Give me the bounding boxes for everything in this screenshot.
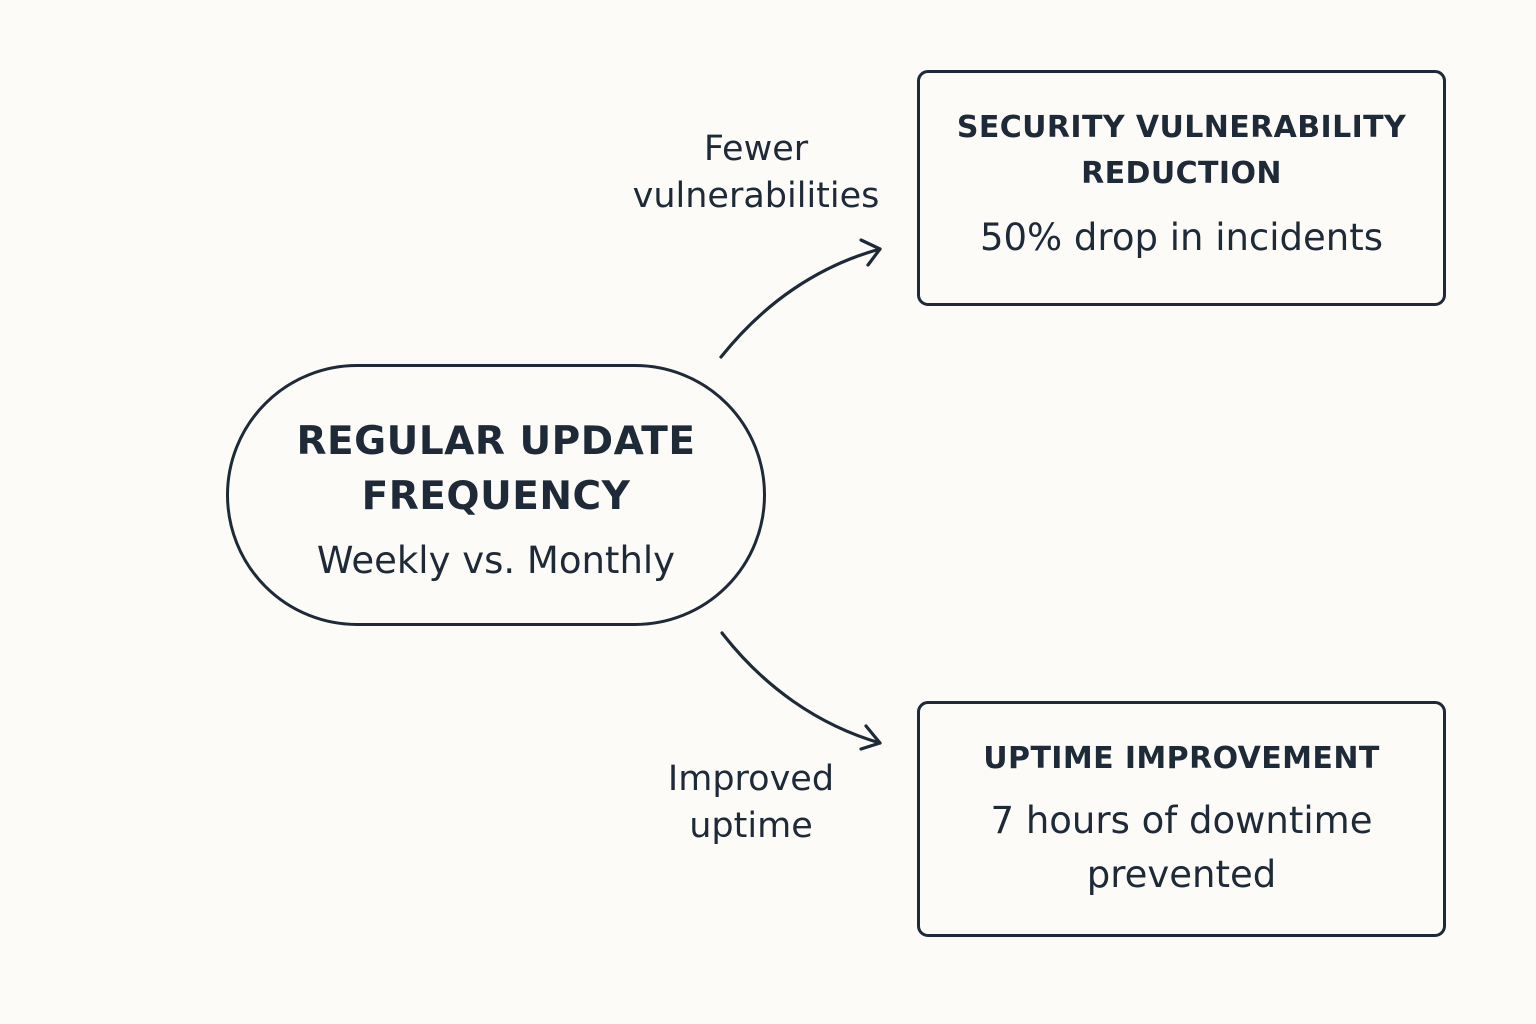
result-node-security-vulnerability-reduction: SECURITY VULNERABILITY REDUCTION 50% dro… — [917, 70, 1446, 306]
result-node-title: SECURITY VULNERABILITY REDUCTION — [956, 110, 1407, 191]
result-node-uptime-improvement: UPTIME IMPROVEMENT 7 hours of downtime p… — [917, 701, 1446, 937]
arrowhead-to-uptime-improvement — [859, 724, 882, 751]
edge-label-fewer-vulnerabilities: Fewer vulnerabilities — [632, 129, 880, 216]
result-node-value: 50% drop in incidents — [979, 216, 1384, 259]
source-node-regular-update-frequency: REGULAR UPDATE FREQUENCY Weekly vs. Mont… — [226, 364, 766, 626]
source-node-subtitle: Weekly vs. Monthly — [316, 539, 676, 582]
arrowhead-to-security-reduction — [859, 238, 882, 267]
edge-label-improved-uptime: Improved uptime — [667, 759, 835, 846]
source-node-title: REGULAR UPDATE FREQUENCY — [296, 419, 696, 519]
result-node-title: UPTIME IMPROVEMENT — [983, 741, 1380, 776]
arrow-to-uptime-improvement — [720, 631, 882, 745]
arrow-to-security-reduction — [719, 247, 882, 359]
result-node-value: 7 hours of downtime prevented — [990, 799, 1373, 896]
